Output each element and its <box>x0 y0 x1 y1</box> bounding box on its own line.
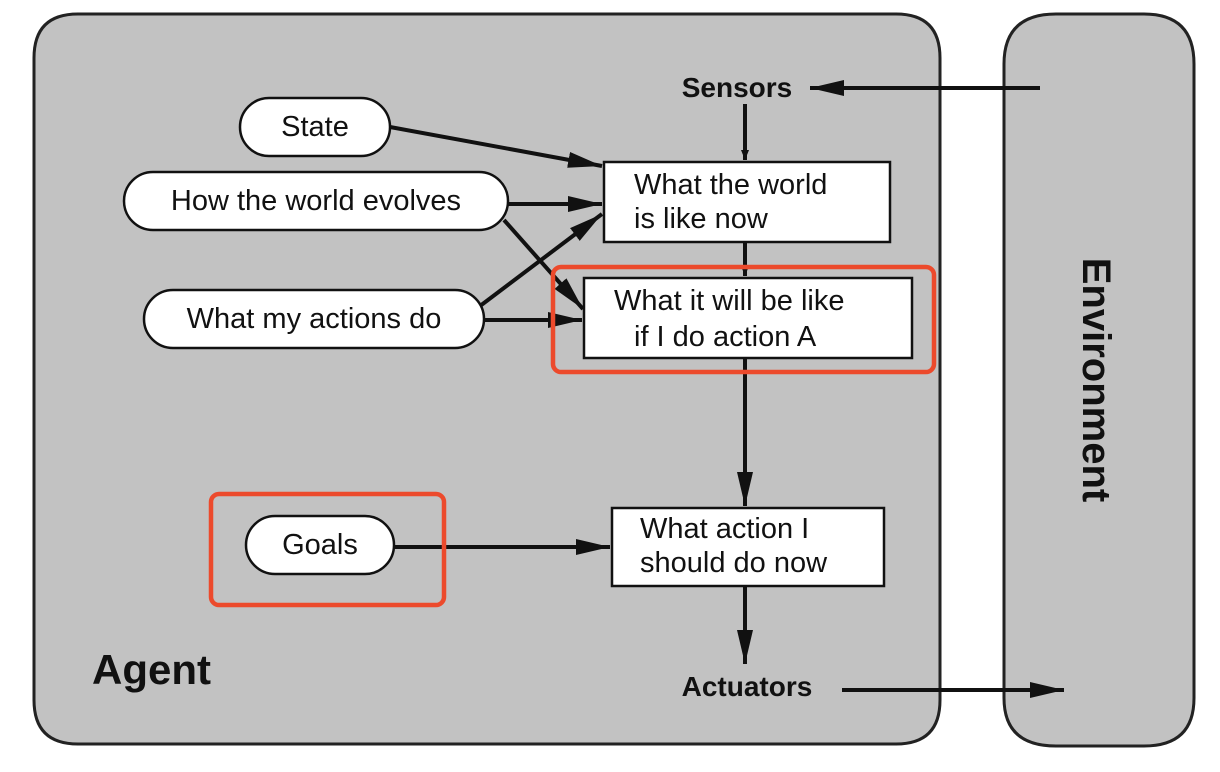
actions-do-label: What my actions do <box>187 303 442 335</box>
environment-label: Environment <box>1074 258 1118 502</box>
world-now-box: What the world is like now <box>602 160 892 244</box>
evolves-to-willbe-arrow <box>502 218 585 311</box>
goals-label: Goals <box>282 529 358 561</box>
state-node: State <box>238 96 392 158</box>
agent-panel: Agent <box>32 12 942 746</box>
world-now-line2: is like now <box>634 203 769 235</box>
will-be-highlight <box>550 264 937 375</box>
action-now-box: What action I should do now <box>610 506 886 588</box>
will-be-line2: if I do action A <box>634 321 817 353</box>
goals-highlight <box>208 491 447 608</box>
connectors <box>389 80 1064 698</box>
agent-label: Agent <box>92 646 211 693</box>
actions-do-node: What my actions do <box>142 288 486 350</box>
world-evolves-label: How the world evolves <box>171 185 461 217</box>
state-to-world-arrow <box>389 125 603 168</box>
actions-to-world-arrow <box>478 212 604 308</box>
world-evolves-node: How the world evolves <box>122 170 510 232</box>
action-now-line2: should do now <box>640 547 828 579</box>
will-be-line1: What it will be like <box>614 285 844 317</box>
goals-node: Goals <box>244 514 396 576</box>
will-be-box: What it will be like if I do action A <box>582 276 914 360</box>
actuators-label: Actuators <box>682 671 813 702</box>
sensors-label: Sensors <box>682 72 793 103</box>
world-now-line1: What the world <box>634 169 827 201</box>
environment-panel: Environment <box>1002 12 1196 748</box>
action-now-line1: What action I <box>640 513 809 545</box>
state-label: State <box>281 111 349 143</box>
